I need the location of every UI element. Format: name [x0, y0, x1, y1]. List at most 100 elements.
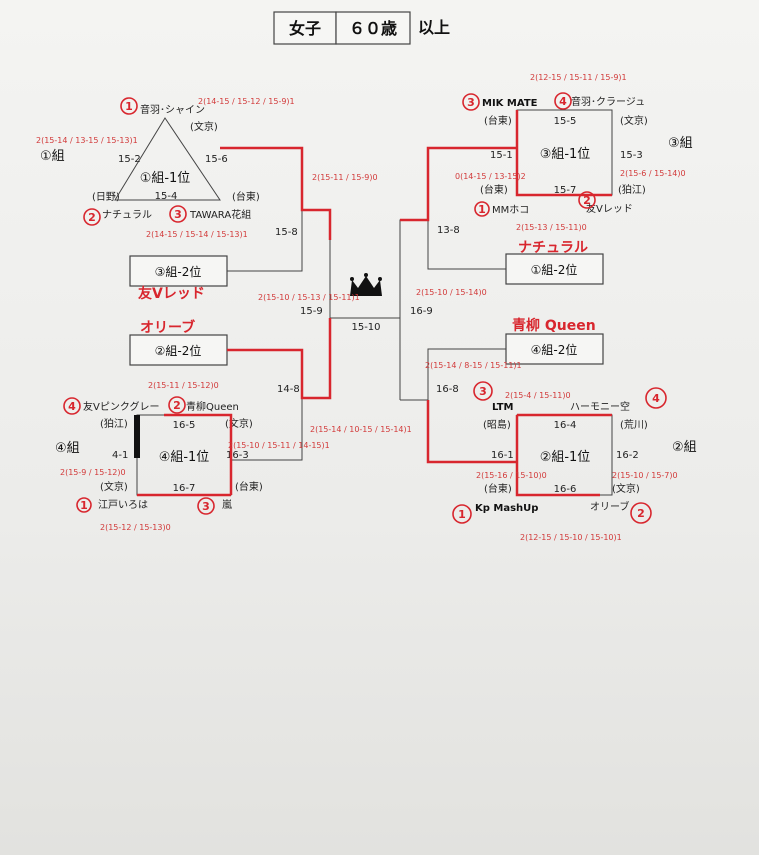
rank-tomo-red: 2	[583, 194, 591, 207]
team-olive: オリーブ	[590, 500, 629, 513]
rank-kp: 1	[458, 508, 466, 521]
code-16-6: 16-6	[554, 484, 577, 495]
rank-otowa-shine: 1	[125, 100, 133, 113]
team-edo-iroha: 江戸いろは	[98, 499, 148, 511]
red-path-tl	[220, 146, 332, 240]
slot-group2-2nd	[129, 334, 228, 366]
title-gender: 女子	[289, 19, 321, 38]
team-aoyagi: 青柳Queen	[186, 400, 239, 413]
rank-mm-hoko: 1	[478, 203, 486, 216]
team-otowa-shine: 音羽･シャイン	[140, 103, 205, 116]
score-d: 2(14-15 / 15-14 / 15-13)1	[146, 230, 248, 239]
score-j: 2(15-10 / 15-14)0	[416, 288, 487, 297]
code-16-7: 16-7	[173, 483, 196, 494]
score-n: 2(15-14 / 10-15 / 15-14)1	[310, 425, 412, 434]
score-l: 2(15-11 / 15-12)0	[148, 381, 219, 390]
code-15-3: 15-3	[620, 150, 643, 161]
rank-circle-mm-hoko	[474, 201, 490, 217]
code-15-5: 15-5	[554, 116, 577, 127]
team-natural: ナチュラル	[102, 209, 152, 221]
area-tomo-pink: (狛江)	[100, 418, 128, 430]
group4-center-label: ④組-1位	[159, 450, 210, 465]
area-arashi: (台東)	[235, 480, 263, 493]
rank-aoyagi: 2	[173, 399, 181, 412]
team-ltm: LTM	[492, 402, 514, 413]
red-g2	[515, 413, 612, 497]
group2-label: ②組	[672, 440, 697, 455]
handwritten-name-1-2: ナチュラル	[518, 240, 588, 256]
rank-circle-harmony	[645, 387, 667, 409]
code-4-1: 4-1	[112, 450, 128, 461]
rank-tomo-pink: 4	[68, 400, 76, 413]
score-g: 2(15-6 / 15-14)0	[620, 169, 686, 178]
rank-circle-tomo-pink	[63, 397, 81, 415]
area-ltm: (昭島)	[483, 418, 511, 431]
group1-center-label: ①組-1位	[140, 171, 191, 186]
team-mm-hoko: MMホコ	[492, 204, 529, 216]
team-tomo-pink: 友Vピンクグレー	[83, 400, 159, 413]
slot-group4-2nd	[505, 333, 604, 365]
slot-group1-2nd-label: ①組-2位	[531, 262, 578, 277]
score-p: 2(15-10 / 15-7)0	[612, 471, 678, 480]
group3-center-label: ③組-1位	[540, 147, 591, 162]
team-arashi: 嵐	[222, 499, 232, 511]
score-t: 2(15-9 / 15-12)0	[60, 468, 126, 477]
score-r: 2(12-15 / 15-10 / 15-10)1	[520, 533, 622, 542]
line-r2-tl	[302, 209, 331, 300]
team-mik-mate: MIK MATE	[482, 98, 538, 109]
rank-circle-natural	[83, 208, 101, 226]
score-f: 2(12-15 / 15-11 / 15-9)1	[530, 73, 627, 82]
score-i: 2(15-13 / 15-11)0	[516, 223, 587, 232]
title-box-left	[273, 11, 337, 45]
handwritten-name-2-2: オリーブ	[140, 319, 195, 336]
red-path-br	[426, 400, 517, 464]
area-edo-iroha: (文京)	[100, 480, 128, 493]
code-16-4: 16-4	[554, 420, 577, 431]
rank-circle-mik-mate	[462, 93, 480, 111]
area-kp: (台東)	[484, 482, 512, 495]
group4-label: ④組	[55, 441, 80, 456]
rank-circle-ltm	[473, 381, 493, 401]
area-tawara: (台東)	[232, 190, 260, 203]
rank-ltm: 3	[479, 385, 487, 398]
slot-group3-2nd	[129, 255, 228, 287]
rank-harmony: 4	[652, 392, 660, 405]
slot-group2-2nd-label: ②組-2位	[155, 343, 202, 358]
handwritten-name-3-2: 友Vレッド	[138, 285, 205, 302]
score-b: 2(15-14 / 13-15 / 15-13)1	[36, 136, 138, 145]
rank-circle-olive	[630, 502, 652, 524]
rank-tawara: 3	[174, 208, 182, 221]
code-16-5: 16-5	[173, 420, 196, 431]
area-olive: (文京)	[612, 482, 640, 495]
group1-label: ①組	[40, 149, 65, 164]
team-kp: Kp MashUp	[475, 503, 538, 514]
group3-label: ③組	[668, 136, 693, 151]
handwritten-name-4-2: 青柳 Queen	[512, 317, 596, 334]
rank-olive: 2	[637, 507, 645, 520]
rank-circle-aoyagi	[168, 396, 186, 414]
rank-mik-mate: 3	[467, 96, 475, 109]
slot-group4-2nd-label: ④組-2位	[531, 342, 578, 357]
rank-circle-tomo-red	[578, 191, 596, 209]
area-otowa-shine: (文京)	[190, 120, 218, 133]
team-harmony: ハーモニー空	[570, 400, 630, 413]
group2-center-label: ②組-1位	[540, 450, 591, 465]
rank-natural: 2	[88, 211, 96, 224]
area-mik-mate: (台東)	[484, 114, 512, 127]
code-16-8: 16-8	[436, 384, 459, 395]
title-age: ６０歳	[349, 19, 397, 38]
area-aoyagi: (文京)	[225, 417, 253, 430]
area-tomo-red: (狛江)	[618, 184, 646, 196]
code-15-9: 15-9	[300, 306, 323, 317]
rank-circle-otowa-shine	[120, 97, 138, 115]
team-tomo-red: 友Vレッド	[586, 202, 633, 215]
rank-circle-edo-iroha	[76, 497, 92, 513]
area-otowa-kurage: (文京)	[620, 114, 648, 127]
code-15-2: 15-2	[118, 154, 141, 165]
score-e: 2(15-10 / 15-13 / 15-11)1	[258, 293, 360, 302]
rank-circle-kp	[452, 504, 472, 524]
team-otowa-kurage: 音羽･クラージュ	[571, 95, 645, 108]
code-15-7: 15-7	[554, 185, 577, 196]
